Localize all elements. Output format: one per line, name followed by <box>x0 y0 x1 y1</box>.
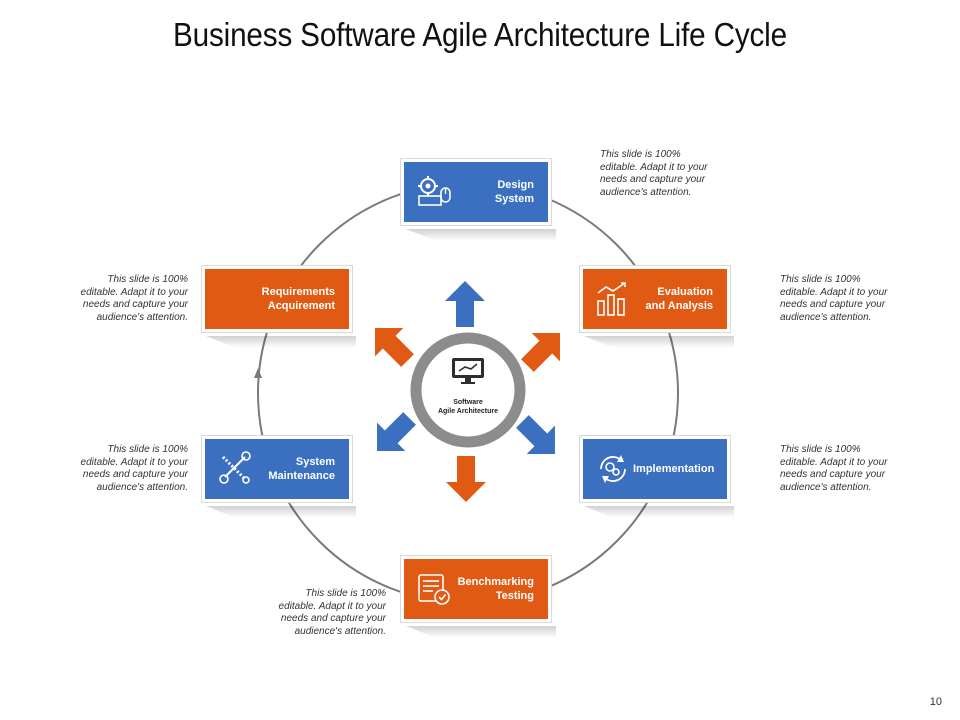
note-design-system: This slide is 100% editable. Adapt it to… <box>600 149 720 199</box>
arrow-upper-left <box>375 328 414 367</box>
note-line: This slide is 100% <box>780 444 861 455</box>
note-line: This slide is 100% <box>600 149 681 160</box>
bar-chart-icon <box>597 282 626 316</box>
step-label-line2: Maintenance <box>268 470 335 482</box>
note-line: editable. Adapt it to your <box>278 600 386 612</box>
note-line: needs and capture your <box>280 613 386 624</box>
note-line: audience's attention. <box>780 311 872 323</box>
note-line: needs and capture your <box>600 174 706 185</box>
note-line: This slide is 100% <box>107 274 188 285</box>
step-label-line1: Evaluation <box>657 286 713 298</box>
step-label: Benchmarking Testing <box>454 575 548 603</box>
arrow-lower-right <box>516 415 555 454</box>
center-label: Software Agile Architecture <box>420 398 516 416</box>
step-label-line1: Design <box>497 179 534 191</box>
step-label: System Maintenance <box>255 455 349 483</box>
note-line: audience's attention. <box>96 481 188 493</box>
note-requirements: This slide is 100% editable. Adapt it to… <box>68 274 188 324</box>
note-system-maintenance: This slide is 100% editable. Adapt it to… <box>68 444 188 494</box>
note-line: editable. Adapt it to your <box>80 286 188 298</box>
ring-arrowhead <box>254 368 262 378</box>
step-label-line2: Acquirement <box>267 300 335 312</box>
card-shadow <box>584 336 734 348</box>
step-label-line1: Requirements <box>261 286 335 298</box>
note-line: needs and capture your <box>780 299 886 310</box>
step-label: Implementation <box>633 462 728 476</box>
step-label-line1: Implementation <box>633 463 715 475</box>
note-benchmarking: This slide is 100% editable. Adapt it to… <box>266 588 386 638</box>
note-line: audience's attention. <box>96 311 188 323</box>
arrow-upper-right <box>521 333 560 372</box>
step-label-line2: System <box>494 193 534 205</box>
step-label: Evaluation and Analysis <box>633 285 727 313</box>
card-shadow <box>206 506 356 518</box>
step-card-system-maintenance: System Maintenance <box>202 436 352 502</box>
note-implementation: This slide is 100% editable. Adapt it to… <box>780 444 900 494</box>
center-hub <box>410 332 526 448</box>
page-number: 10 <box>929 696 942 708</box>
arrow-lower-left <box>377 412 416 451</box>
note-line: editable. Adapt it to your <box>600 161 708 173</box>
step-label-line2: and Analysis <box>645 300 713 312</box>
card-shadow <box>206 336 356 348</box>
monitor-chart-icon <box>452 358 484 384</box>
note-line: editable. Adapt it to your <box>80 456 188 468</box>
note-line: This slide is 100% <box>107 444 188 455</box>
slide-title: Business Software Agile Architecture Lif… <box>173 16 787 53</box>
note-line: audience's attention. <box>294 625 386 637</box>
arrow-up <box>445 281 485 327</box>
arrow-down <box>446 456 486 502</box>
step-card-implementation: Implementation <box>580 436 730 502</box>
step-card-design-system: Design System <box>401 159 551 225</box>
step-label: Design System <box>454 178 548 206</box>
step-label-line2: Testing <box>495 590 534 602</box>
step-label: Requirements Acquirement <box>205 285 349 313</box>
checklist-icon <box>418 574 450 605</box>
center-label-line1: Software <box>453 399 483 406</box>
note-line: needs and capture your <box>780 469 886 480</box>
card-shadow <box>406 229 556 241</box>
step-label-line1: System <box>295 456 335 468</box>
step-card-requirements: Requirements Acquirement <box>202 266 352 332</box>
wrench-screwdriver-icon <box>219 451 251 484</box>
card-shadow <box>406 626 556 638</box>
card-shadow <box>584 506 734 518</box>
note-line: This slide is 100% <box>305 588 386 599</box>
note-evaluation: This slide is 100% editable. Adapt it to… <box>780 274 900 324</box>
step-label-line1: Benchmarking <box>457 576 534 588</box>
gear-computer-icon <box>418 176 451 206</box>
note-line: needs and capture your <box>82 469 188 480</box>
note-line: audience's attention. <box>600 186 692 198</box>
step-card-evaluation: Evaluation and Analysis <box>580 266 730 332</box>
note-line: needs and capture your <box>82 299 188 310</box>
refresh-gears-icon <box>600 455 626 483</box>
note-line: editable. Adapt it to your <box>780 286 888 298</box>
note-line: This slide is 100% <box>780 274 861 285</box>
note-line: audience's attention. <box>780 481 872 493</box>
center-label-line2: Agile Architecture <box>437 408 499 415</box>
step-card-benchmarking: Benchmarking Testing <box>401 556 551 622</box>
note-line: editable. Adapt it to your <box>780 456 888 468</box>
